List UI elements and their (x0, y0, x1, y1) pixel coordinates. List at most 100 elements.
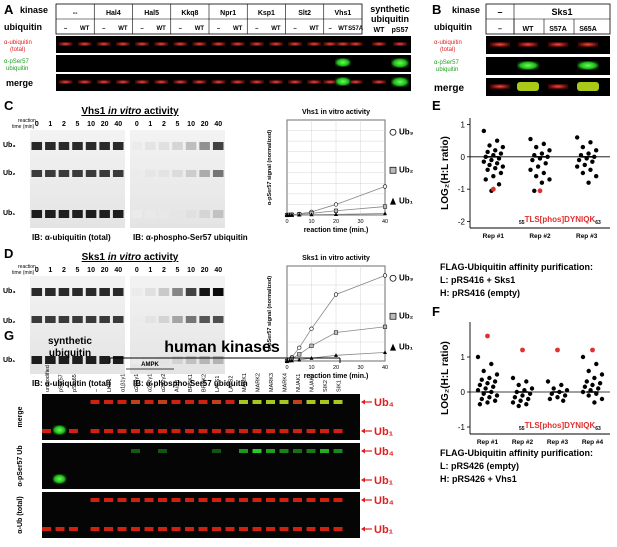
panel-d-band-ub2: Ub₂ (3, 318, 15, 325)
scatter-category: Rep #1 (477, 439, 499, 446)
chart-point (333, 292, 339, 297)
panel-g-total-ub1 (131, 527, 140, 531)
scatter-category: Rep #2 (529, 233, 551, 240)
panel-b-lane: S65A (579, 26, 597, 33)
panel-e-caption-3: H: pRS416 (empty) (440, 288, 520, 298)
chart-point (297, 345, 302, 350)
blot-band-ub2-ps57 (199, 170, 210, 177)
scatter-point (493, 148, 498, 153)
chart-legend-marker (390, 343, 396, 351)
panel-b-band-ps57 (577, 61, 599, 70)
scatter-annotation: 55TLS[phos]DYNIQK63 (519, 215, 601, 226)
scatter-point (487, 143, 492, 148)
panel-a-band-total (135, 42, 150, 46)
chart-point (333, 208, 339, 213)
blot-time-left: 2 (62, 267, 66, 274)
panel-g-merge-ub1 (90, 429, 100, 433)
panel-a-band-merge (249, 80, 264, 84)
blot-band-ub3-ps57 (172, 142, 183, 150)
scatter-point (541, 141, 546, 147)
blot-time-right: 20 (201, 267, 209, 274)
panel-g-merge-ub4 (266, 400, 275, 404)
blot-band-ub1-ps57 (172, 356, 183, 364)
panel-g-lane-label: NUAK1 (296, 374, 302, 392)
panel-g-lane-label: SIK1 (337, 380, 343, 392)
scatter-point (487, 162, 492, 168)
blot-band-ub1-total (45, 210, 56, 218)
panel-b-band-merge (490, 84, 510, 89)
scatter-point (576, 157, 582, 163)
scatter-point (586, 180, 591, 185)
panel-g-lane-label: pSer57 (59, 374, 65, 392)
scatter-point (500, 164, 506, 169)
chart-title: Sks1 in vitro activity (302, 255, 370, 262)
panel-b-lane: S57A (549, 26, 567, 33)
blot-band-ub1-total (31, 356, 43, 364)
panel-g-total-ub1 (266, 527, 275, 531)
panel-g-synthetic-2: ubiquitin (49, 348, 91, 359)
panel-c-band-ub3: Ub₃ (3, 142, 16, 149)
panel-a-band-merge (323, 80, 338, 84)
panel-a-band-merge (58, 80, 73, 84)
blot-band-ub3-total (99, 288, 110, 296)
scatter-point (593, 174, 599, 179)
blot-band-ub1-total (45, 356, 56, 364)
blot-band-ub2-total (85, 316, 97, 323)
blot-time-right: 40 (214, 121, 222, 128)
panel-b-band-total (548, 42, 568, 47)
panel-a-kinase-name: Vhs1 (335, 10, 352, 17)
chart-legend-label: Ub₃ (399, 127, 414, 136)
scatter-point (518, 398, 523, 403)
scatter-point (491, 174, 496, 179)
panel-g-merge-ub1 (239, 429, 248, 433)
panel-g-ps57-ub4 (306, 449, 316, 453)
scatter-point (498, 151, 504, 156)
panel-c-time-label-1: reaction (18, 118, 36, 124)
blot-time-right: 1 (148, 267, 152, 274)
panel-g-lane-label: α2β2γ2 (161, 374, 167, 392)
panel-letter-b: B (432, 2, 441, 17)
panel-a-band-merge (307, 80, 322, 84)
scatter-point (489, 157, 494, 163)
scatter-point (564, 388, 570, 393)
scatter-point (483, 177, 488, 182)
scatter-point (487, 375, 492, 381)
panel-g-total-ub4 (306, 498, 316, 502)
panel-g-merge-ub4 (185, 400, 194, 404)
panel-g-lane-label: MARK1 (242, 373, 248, 392)
scatter-point (485, 400, 490, 405)
blot-band-ub2-ps57 (158, 316, 170, 323)
blot-band-ub3-ps57 (131, 288, 143, 296)
panel-g-merge-ub1 (279, 429, 289, 433)
chart-xtick: 20 (333, 219, 339, 225)
scatter-point (516, 382, 521, 388)
panel-letter-e: E (432, 98, 441, 113)
panel-g-merge-ub4 (279, 400, 289, 404)
panel-a-ub-lane: S57A (348, 26, 364, 32)
scatter-ytick-label: -2 (458, 218, 466, 227)
scatter-point (539, 151, 545, 156)
blot-band-ub1-total (112, 356, 124, 364)
panel-g-merge-ub1 (185, 429, 194, 433)
panel-g-merge-ub4 (320, 400, 329, 404)
panel-g-arrowhead (361, 477, 365, 483)
scatter-point (590, 159, 595, 164)
panel-a-band-total (211, 42, 226, 46)
blot-time-left: 1 (48, 267, 52, 274)
scatter-ylabel: LOG₂(H:L ratio) (440, 341, 451, 415)
scatter-point (492, 379, 498, 384)
panel-a-ub-lane: WT (118, 26, 128, 32)
panel-d-title: Sks1 in vitro activity (82, 252, 179, 263)
panel-b-band-ps57 (517, 61, 539, 70)
scatter-point (588, 140, 593, 145)
scatter-ytick-label: 0 (461, 153, 466, 162)
panel-g-band-label: Ub₄ (374, 446, 394, 458)
panel-a-ub-lane: – (255, 26, 259, 32)
scatter-point (479, 377, 484, 382)
chart-xtick: 10 (308, 219, 314, 225)
panel-c-ib-right: IB: α-phospho-Ser57 ubiquitin (133, 233, 248, 242)
panel-g-total-ub1 (198, 527, 208, 531)
scatter-point (494, 138, 500, 143)
blot-band-ub1-ps57 (145, 210, 156, 218)
